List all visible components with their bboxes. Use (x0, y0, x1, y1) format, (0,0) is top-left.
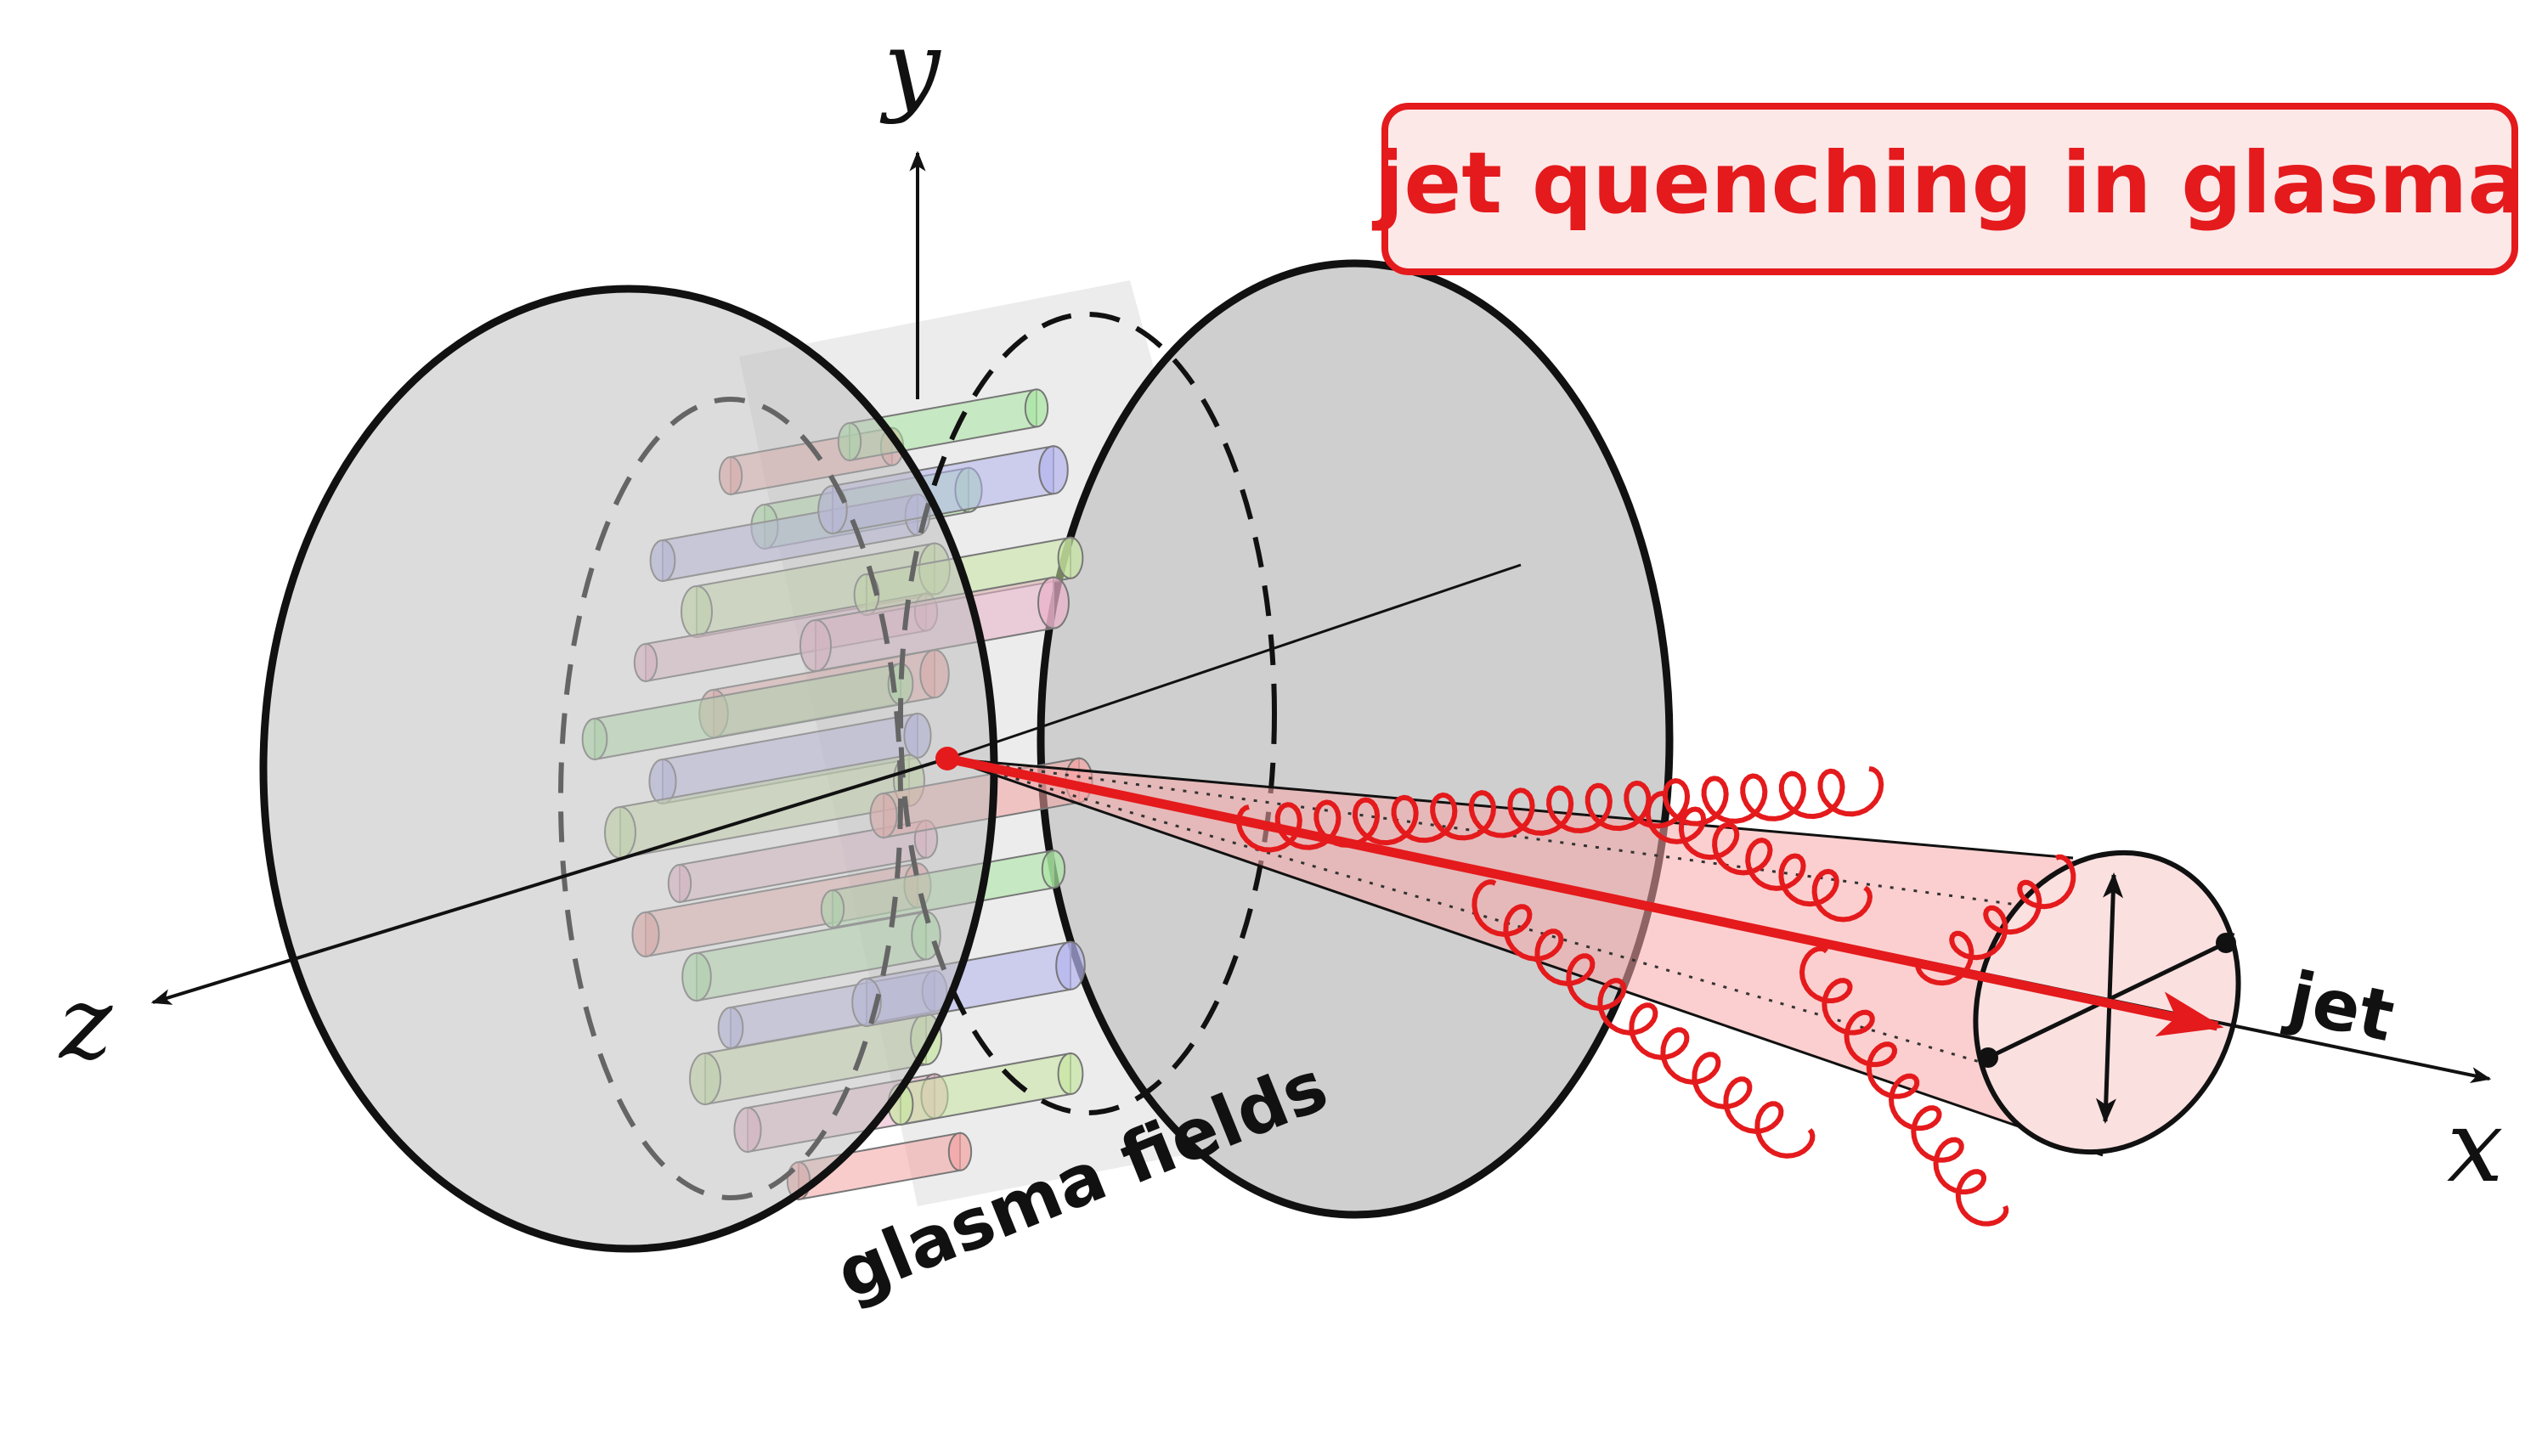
nucleus-disk-left (259, 285, 998, 1253)
gluon-curl (1799, 945, 2009, 1227)
cone-base-dot-right (2216, 933, 2236, 953)
cone-edge-dotted-2 (946, 757, 1980, 1064)
jet-label: jet (2279, 957, 2401, 1058)
nucleus-disk-right (1037, 259, 1674, 1219)
jet-arrow (946, 753, 2224, 1037)
z-axis (150, 757, 948, 1005)
gluon-curl (1645, 791, 1873, 923)
gluon-curl (1236, 766, 1884, 853)
jet-origin-dot (935, 747, 959, 770)
cone-base-dot-left (1978, 1047, 1998, 1068)
x-axis-label: x (2447, 1087, 2504, 1205)
title-box: jet quenching in glasma (1371, 103, 2525, 275)
radiated-gluons (1236, 766, 2076, 1227)
z-axis-label: z (58, 964, 113, 1081)
gluon-curl (1915, 854, 2076, 986)
title-text: jet quenching in glasma (1371, 133, 2525, 233)
y-axis-label: y (879, 8, 941, 126)
axis-background-line (946, 563, 1522, 760)
gluon-curl (1472, 879, 1816, 1159)
